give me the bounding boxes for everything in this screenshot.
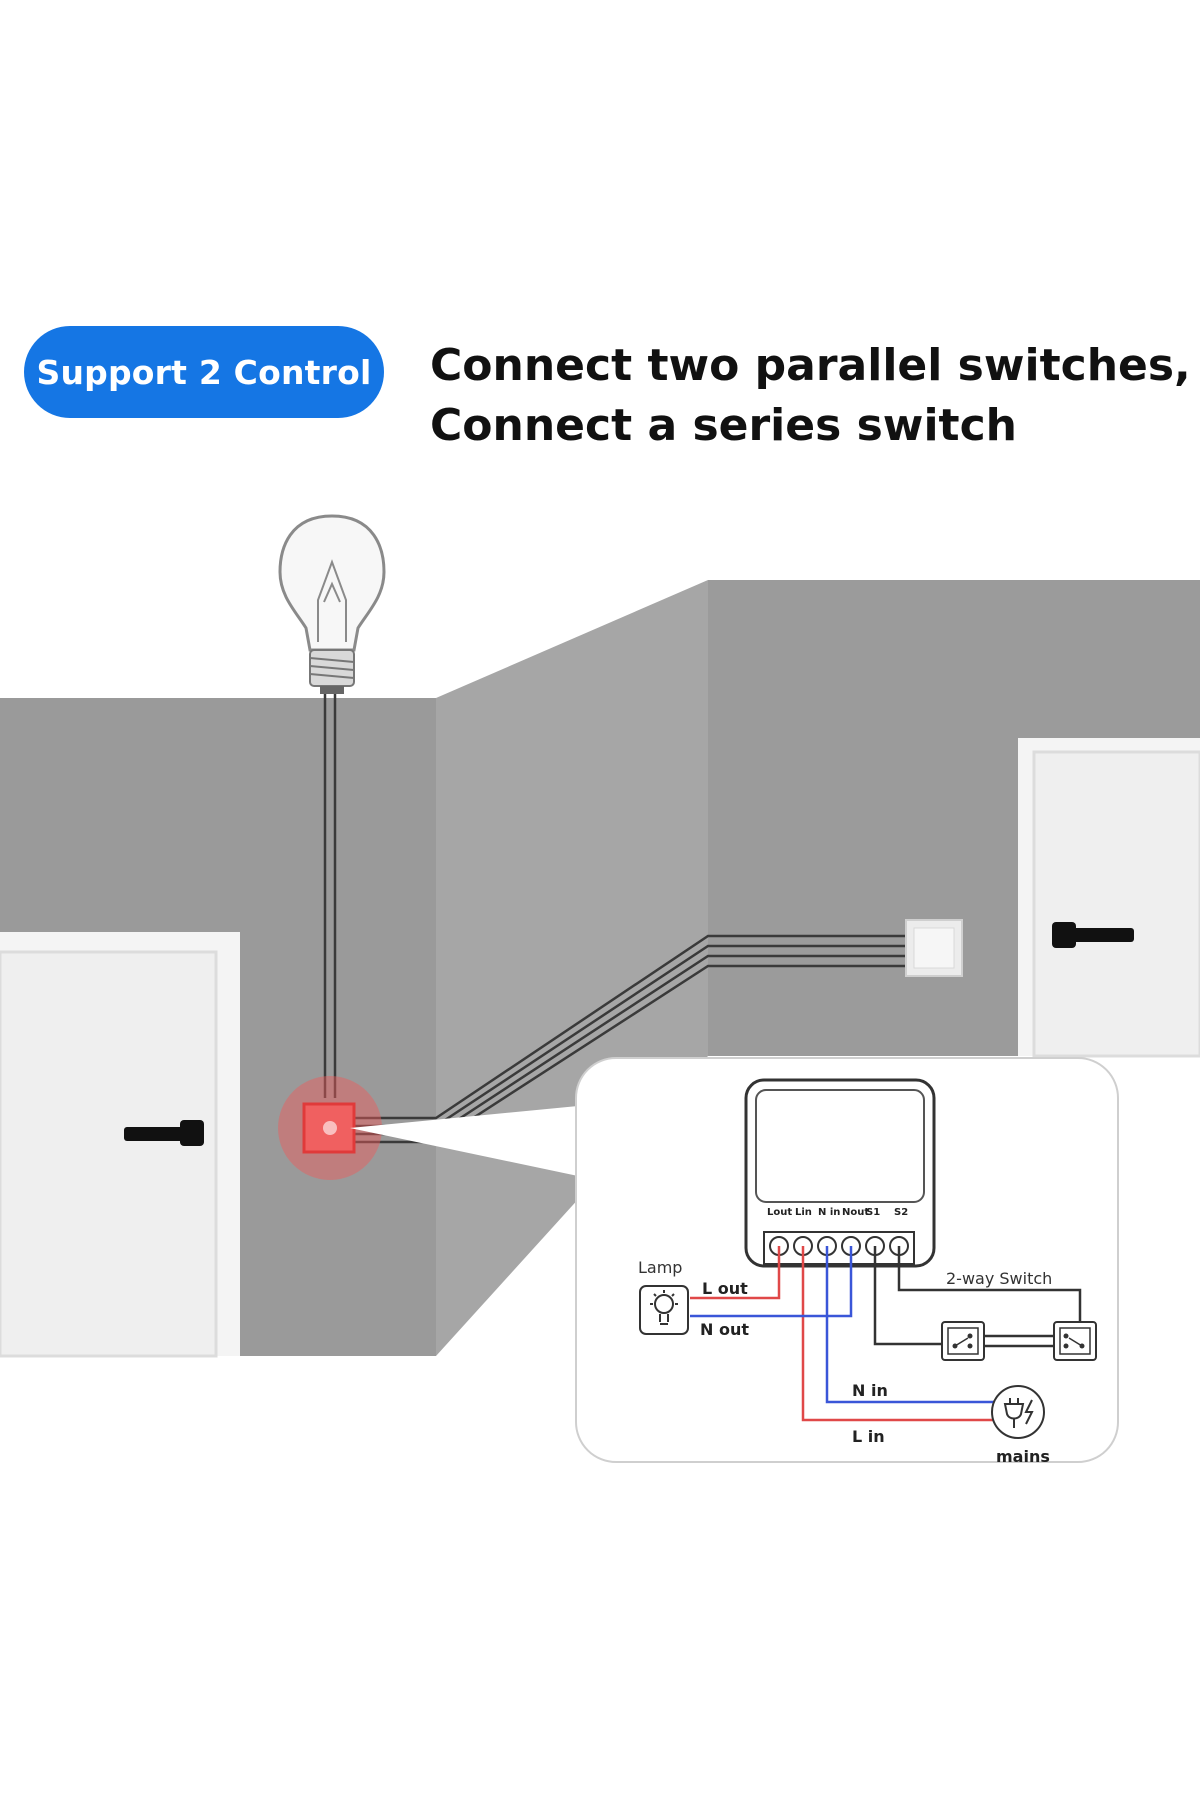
module-highlight [278, 1076, 382, 1180]
l-in-label: L in [852, 1427, 885, 1446]
corner-wall [436, 580, 708, 1356]
terminal-label-lin: Lin [795, 1207, 812, 1218]
right-door [1018, 738, 1200, 1058]
lamp-icon [639, 1285, 689, 1335]
mains-label: mains [996, 1447, 1050, 1466]
n-out-label: N out [700, 1320, 749, 1339]
callout-wiring [690, 1246, 1082, 1422]
l-out-label: L out [702, 1279, 748, 1298]
two-way-switch-2 [1053, 1321, 1097, 1361]
headline-line-2: Connect a series switch [430, 400, 1017, 451]
terminal-label-lout: Lout [767, 1207, 792, 1218]
left-door [0, 932, 240, 1358]
support-control-badge: Support 2 Control [24, 326, 384, 418]
lamp-wires [323, 686, 337, 1098]
two-way-switch-1 [941, 1321, 985, 1361]
n-in-label: N in [852, 1381, 888, 1400]
headline: Connect two parallel switches, Connect a… [430, 336, 1191, 456]
badge-label: Support 2 Control [36, 352, 372, 392]
terminal-label-s2: S2 [894, 1207, 908, 1218]
terminal-label-nout: Nout [842, 1207, 869, 1218]
lamp-label: Lamp [638, 1258, 682, 1277]
terminal-label-s1: S1 [866, 1207, 880, 1218]
headline-line-1: Connect two parallel switches, [430, 340, 1191, 391]
light-bulb-icon [278, 514, 386, 694]
two-way-switch-label: 2-way Switch [946, 1269, 1052, 1288]
switch-module: Lout Lin N in Nout S1 S2 [744, 1078, 936, 1268]
mains-plug-icon [991, 1385, 1045, 1439]
wall-switch [905, 919, 963, 977]
terminal-label-nin: N in [818, 1207, 840, 1218]
